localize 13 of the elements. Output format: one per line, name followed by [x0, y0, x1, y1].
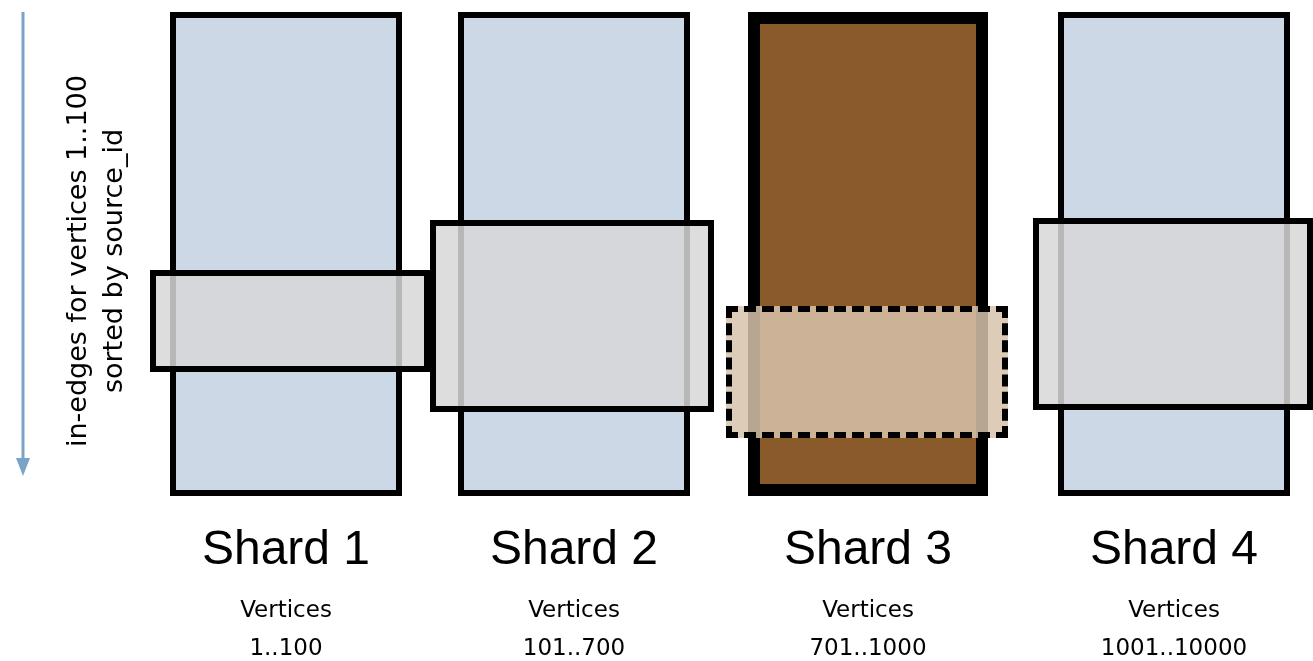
- sliding-window: [1033, 218, 1313, 410]
- shard-label: Shard 2: [489, 524, 659, 572]
- vertex-range-label: Vertices 1001..10000: [1099, 595, 1249, 661]
- axis-label: in-edges for vertices 1..100 sorted by source_id: [60, 74, 129, 449]
- sliding-window: [726, 306, 1008, 438]
- vertex-range-label: Vertices 1..100: [239, 595, 333, 661]
- sliding-window: [430, 220, 714, 412]
- shard-label: Shard 3: [783, 524, 953, 572]
- vertex-range-label: Vertices 101..700: [521, 595, 627, 661]
- sliding-window: [150, 270, 430, 372]
- shard-label: Shard 4: [1089, 524, 1259, 572]
- vertex-range-label: Vertices 701..1000: [808, 595, 928, 661]
- shard-label: Shard 1: [201, 524, 371, 572]
